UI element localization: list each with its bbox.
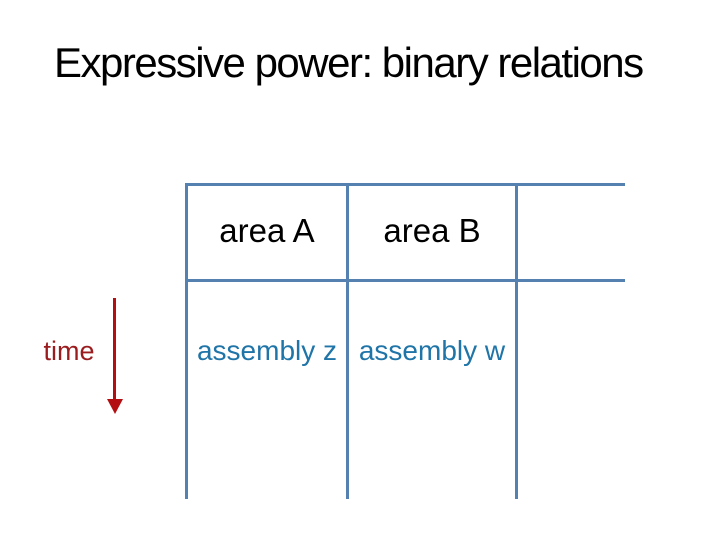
table-border-left [185,183,188,499]
column-header-area-a: area A [219,212,315,249]
arrow-head [107,399,123,414]
column-header-empty [518,183,625,279]
table-border-top [185,183,625,186]
cell-assembly-w: assembly w [358,335,506,366]
slide-title: Expressive power: binary relations [54,39,644,86]
arrow-shaft [113,298,116,400]
cell-assembly-z: assembly z [196,335,338,366]
time-axis-label: time [43,336,95,366]
table-header-bottom-rule [185,279,625,282]
table-column-divider-1 [346,183,349,499]
table-column-divider-2 [515,183,518,499]
column-header-area-b: area B [383,212,481,249]
